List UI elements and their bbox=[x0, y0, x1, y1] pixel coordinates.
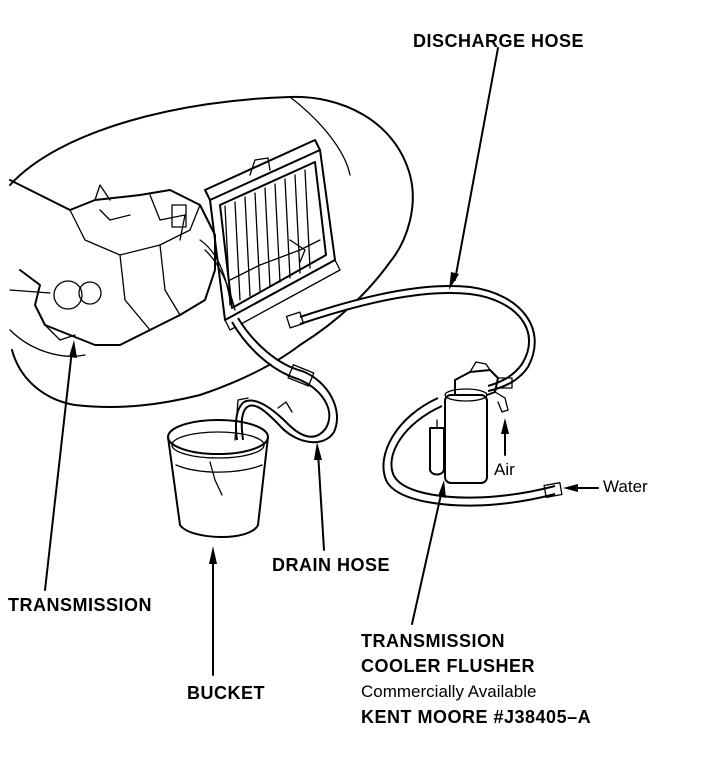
air-label: Air bbox=[494, 460, 515, 479]
drain-hose bbox=[231, 317, 339, 444]
transmission-label: TRANSMISSION bbox=[8, 595, 153, 615]
transmission-housing bbox=[9, 179, 216, 346]
flusher-label-line3: Commercially Available bbox=[361, 682, 537, 701]
cooler-lines bbox=[199, 239, 236, 311]
leader-transmission bbox=[44, 340, 77, 591]
discharge-hose bbox=[285, 285, 536, 392]
water-hose bbox=[382, 397, 563, 507]
bucket-label: BUCKET bbox=[187, 683, 265, 703]
leader-discharge-hose bbox=[449, 47, 499, 290]
flusher-label-line2: COOLER FLUSHER bbox=[361, 656, 536, 676]
leader-water bbox=[563, 484, 599, 492]
radiator bbox=[204, 139, 341, 331]
drain-hose-label: DRAIN HOSE bbox=[272, 555, 391, 575]
discharge-hose-label: DISCHARGE HOSE bbox=[413, 31, 585, 51]
vehicle-body-outline bbox=[9, 95, 414, 408]
leader-flusher bbox=[411, 480, 446, 625]
leader-drain-hose bbox=[314, 442, 325, 551]
bucket bbox=[167, 397, 269, 538]
water-label: Water bbox=[603, 477, 648, 496]
flusher-unit bbox=[429, 361, 513, 484]
leader-air bbox=[501, 418, 509, 456]
flusher-label-line1: TRANSMISSION bbox=[361, 631, 506, 651]
leader-bucket bbox=[209, 546, 217, 676]
flusher-label-line4: KENT MOORE #J38405–A bbox=[361, 707, 592, 727]
